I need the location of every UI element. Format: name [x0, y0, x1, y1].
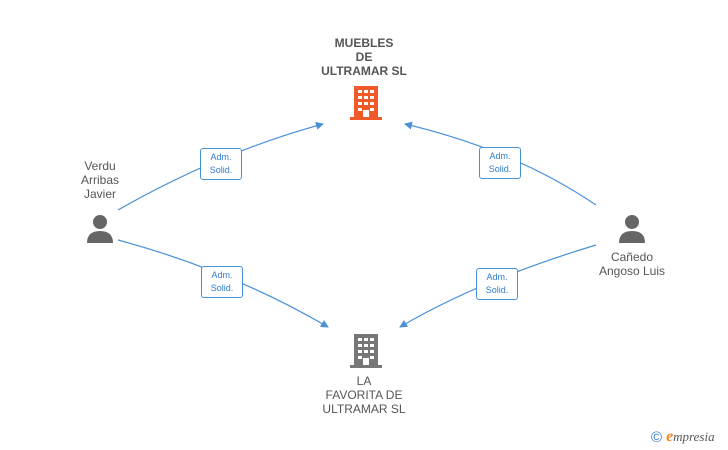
relation-badge-right-main[interactable]: Adm. Solid. — [479, 147, 521, 179]
company-other-label[interactable]: LA FAVORITA DE ULTRAMAR SL — [322, 374, 406, 416]
brand-initial: e — [666, 428, 674, 445]
footer-brand[interactable]: © empresia — [651, 428, 715, 446]
relation-badge-right-other[interactable]: Adm. Solid. — [476, 268, 518, 300]
company-main-label[interactable]: MUEBLES DE ULTRAMAR SL — [321, 36, 407, 78]
relation-badge-left-main[interactable]: Adm. Solid. — [200, 148, 242, 180]
relation-badge-left-other[interactable]: Adm. Solid. — [201, 266, 243, 298]
brand-text: mpresia — [673, 429, 715, 444]
brand-logo: empresia — [666, 428, 715, 446]
person-right-label[interactable]: Cañedo Angoso Luis — [598, 250, 666, 278]
building-icon-main[interactable] — [350, 86, 382, 120]
person-icon-left[interactable] — [86, 214, 114, 244]
person-icon-right[interactable] — [618, 214, 646, 244]
person-left-label[interactable]: Verdu Arribas Javier — [80, 159, 119, 201]
copyright-icon: © — [651, 428, 663, 446]
building-icon-other[interactable] — [350, 334, 382, 368]
